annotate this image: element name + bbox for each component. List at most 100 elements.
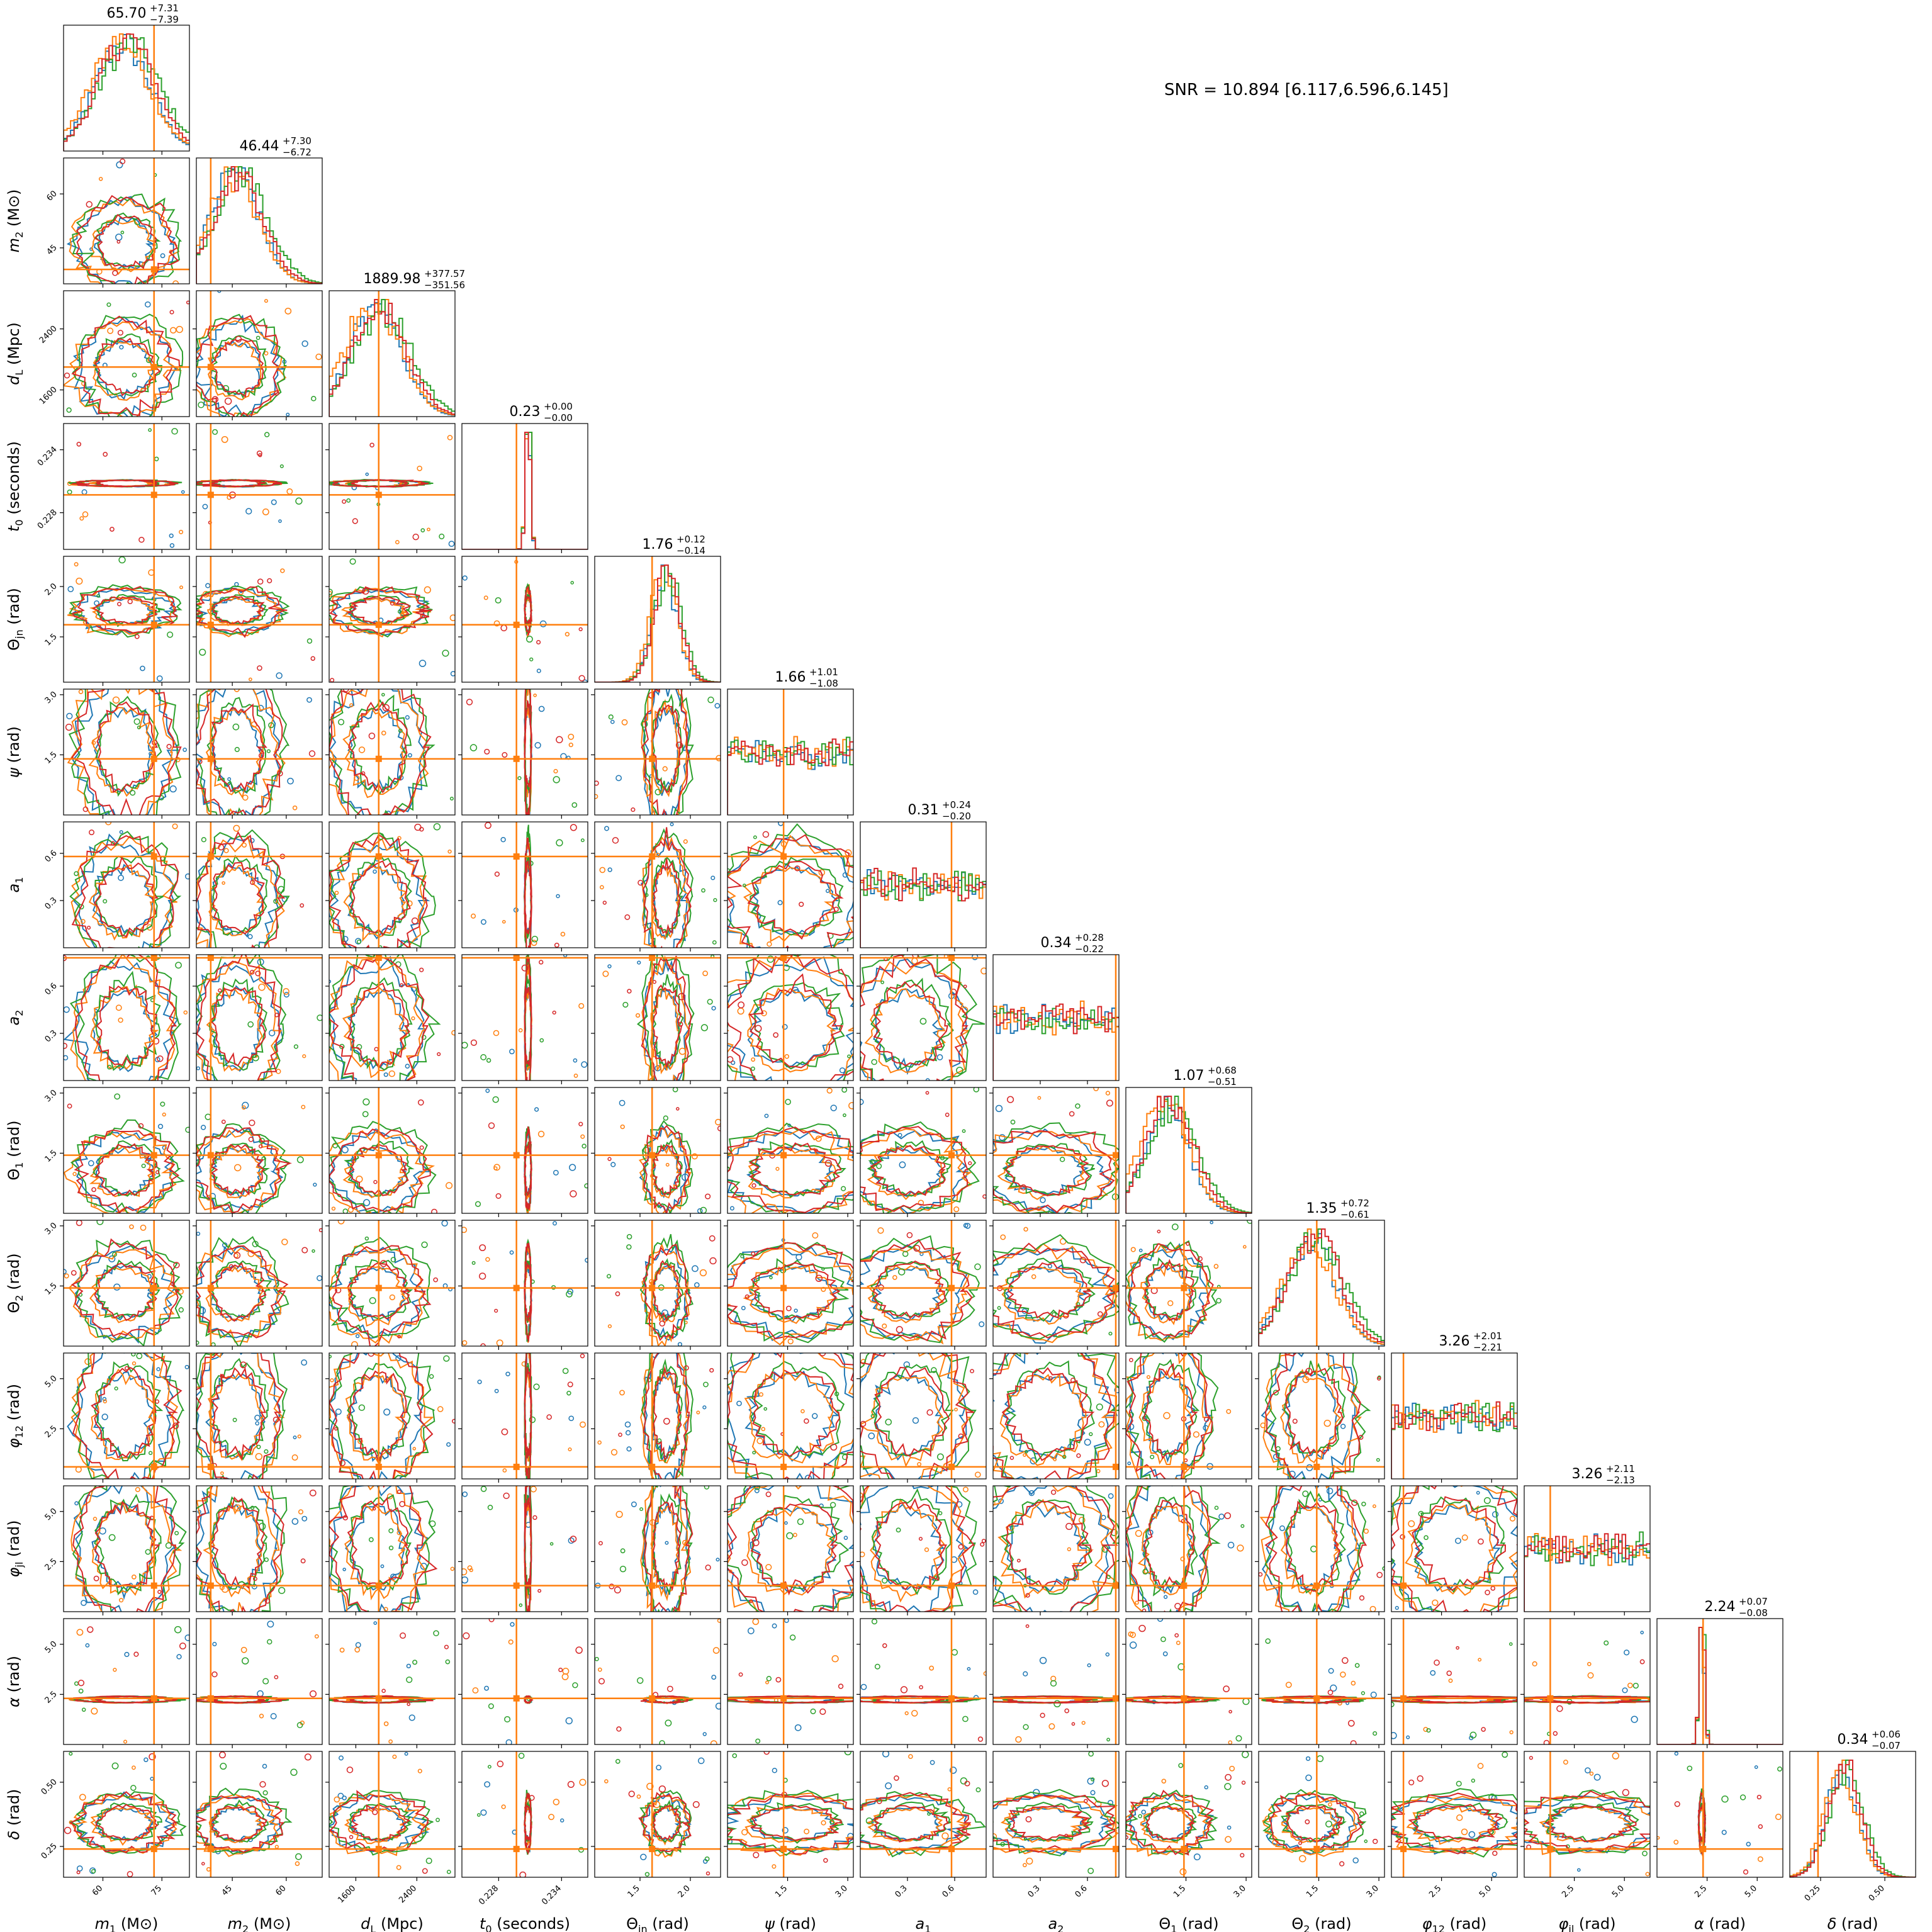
contour-panel-11-1 [193,1485,323,1615]
contour-speck [202,591,210,598]
hist-series-3 [993,1003,1119,1081]
contour-speck [912,1417,919,1424]
contour-speck [388,1070,396,1077]
panel-frame [727,688,854,816]
contour-panel-8-2 [325,1087,456,1217]
contour-speck [656,1765,662,1771]
contour-speck [358,746,366,753]
contour-speck [181,490,185,494]
contour-series-3 [1126,1695,1215,1704]
contour-speck [804,1418,809,1424]
contour-series-3 [332,479,429,488]
contour-series-1 [1391,1486,1517,1612]
contour-speck [334,1427,338,1431]
contour-speck [1576,1868,1581,1872]
contour-speck [958,1433,964,1439]
contour-speck [804,1474,812,1479]
contour-speck [87,1160,94,1167]
contour-speck [1225,1773,1232,1781]
contour-speck [876,1163,882,1169]
contour-speck [898,1268,906,1276]
contour-series-2 [1391,1486,1517,1612]
contour-speck [206,1867,211,1872]
contour-speck [444,1644,449,1649]
contour-speck [335,1408,342,1415]
contour-speck [936,1453,944,1461]
contour-speck [578,675,585,682]
contour-speck [773,1032,779,1038]
contour-speck [233,824,240,832]
panel-frame [329,1751,456,1878]
contour-speck [262,1763,267,1769]
panel-frame [196,157,323,284]
contour-speck [956,1067,963,1074]
contour-speck [738,1672,743,1677]
contour-speck [753,835,757,840]
contour-speck [782,1827,789,1834]
contour-series-1 [91,1368,156,1461]
contour-speck [728,1570,733,1573]
contour-speck [1229,1765,1235,1772]
contour-speck [1306,1464,1313,1471]
contour-series-3 [332,1695,434,1704]
contour-speck [1509,1730,1514,1734]
contour-series-3 [1524,1695,1650,1704]
contour-speck [112,270,118,276]
contour-speck [1193,1853,1201,1861]
contour-speck [74,871,79,877]
contour-speck [165,1542,172,1549]
contour-speck [1721,1795,1729,1803]
contour-speck [750,1066,755,1071]
contour-speck [741,1306,746,1310]
contour-speck [433,1630,439,1637]
contour-speck [598,1541,603,1546]
contour-speck [536,668,541,673]
contour-speck [91,1187,96,1193]
contour-speck [1025,1624,1030,1628]
contour-speck [529,657,534,661]
x-axis-label-2: dL (Mpc) [361,1915,424,1932]
contour-speck [919,1018,927,1025]
contour-speck [597,1667,602,1672]
panel-frame [594,688,721,816]
contour-speck [556,894,560,899]
contour-speck [449,796,454,801]
contour-speck [712,1647,720,1654]
contour-speck [662,766,668,772]
contour-speck [362,587,369,595]
contour-series-2 [993,1789,1119,1856]
contour-speck [300,1558,306,1564]
contour-speck [1328,1668,1334,1674]
contour-speck [1142,1609,1147,1612]
contour-speck [220,1763,227,1770]
contour-speck [446,1442,451,1447]
contour-speck [1228,1710,1232,1714]
truth-marker [150,364,157,371]
contour-series-2 [349,595,413,626]
contour-speck [665,1719,672,1727]
contour-speck [267,1620,274,1628]
panel-frame [860,1352,987,1480]
contour-series-2 [727,1789,853,1856]
contour-speck [518,1753,525,1759]
contour-speck [1446,1670,1452,1676]
contour-speck [1091,1777,1095,1782]
contour-speck [103,452,108,457]
contour-speck [1370,1692,1377,1699]
contour-speck [390,1257,396,1262]
contour-speck [1593,1773,1601,1781]
contour-speck [450,671,455,677]
contour-speck [1342,1657,1349,1664]
panel-frame [1391,1618,1518,1745]
contour-speck [361,771,366,776]
contour-speck [450,1566,455,1571]
contour-speck [1174,1633,1179,1637]
contour-speck [761,1427,766,1432]
contour-series-3 [1126,1789,1215,1856]
panel-frame [594,1751,721,1878]
contour-series-1 [997,1498,1094,1599]
contour-speck [74,1681,79,1686]
truth-marker [207,1463,214,1470]
